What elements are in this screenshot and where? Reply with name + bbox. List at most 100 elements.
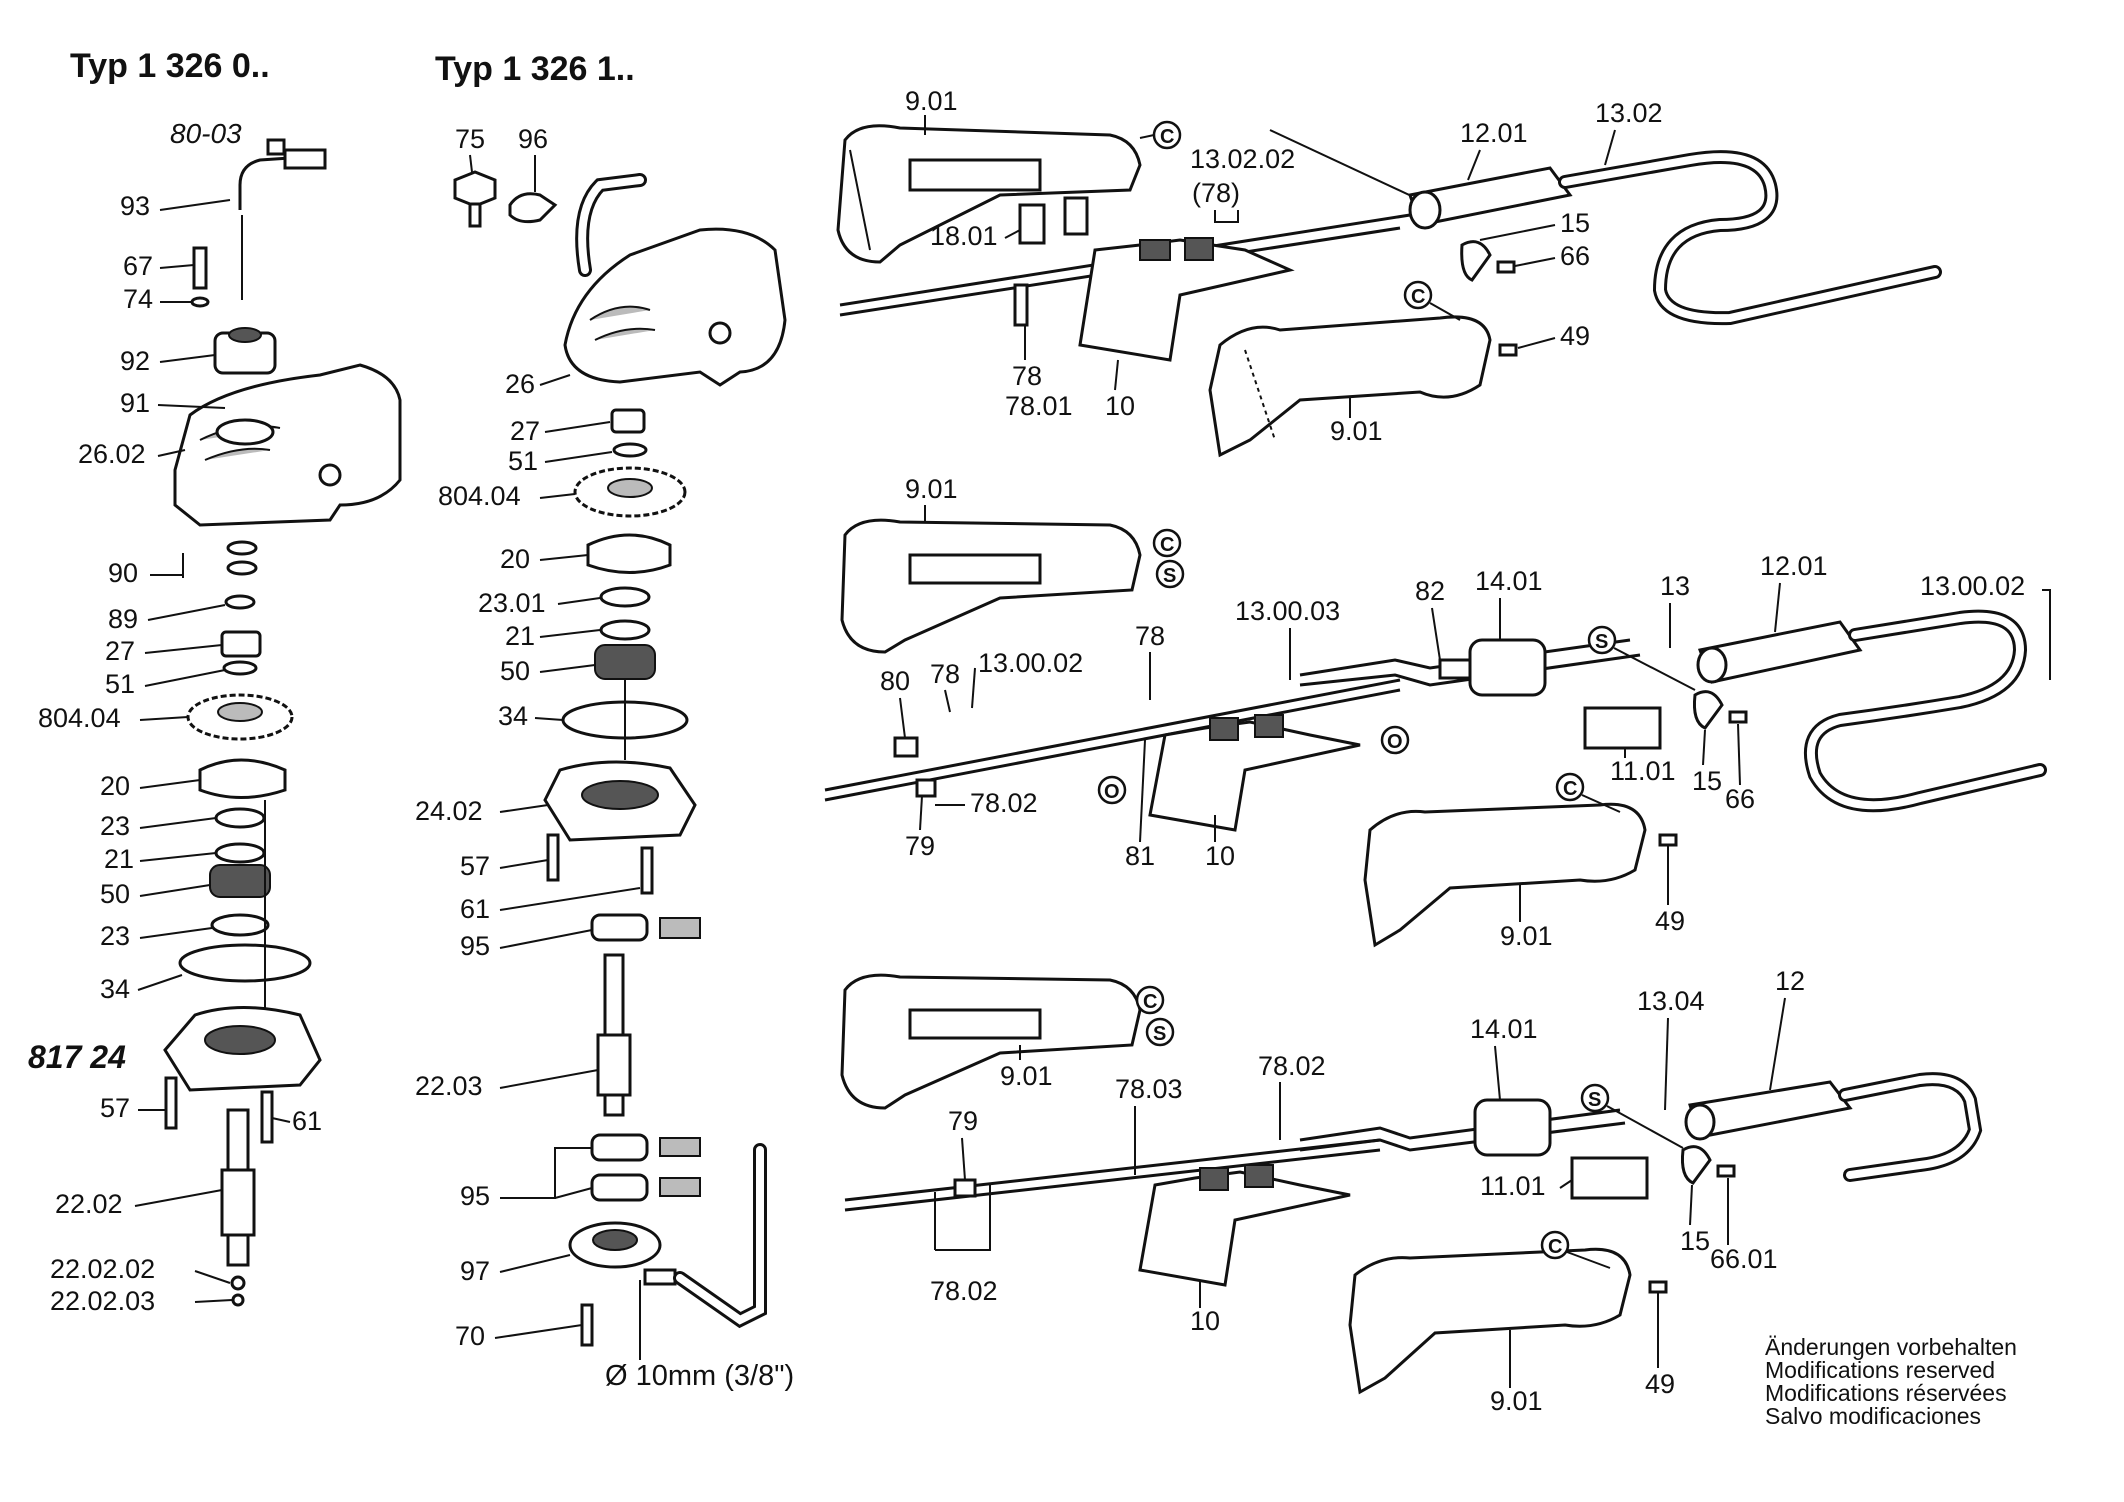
handwritten-817-24: 817 24 [28,1039,126,1075]
label-66-top: 66 [1560,241,1590,271]
label-96: 96 [518,124,548,154]
middle-column-labels: 75 96 26 27 51 804.04 20 23.01 21 50 34 … [415,124,794,1392]
label-81: 81 [1125,841,1155,871]
middle-assembly-parts [824,518,2047,948]
label-15-bot: 15 [1680,1226,1710,1256]
left-column-parts [163,138,402,1307]
label-97: 97 [460,1256,490,1286]
label-14-01-mid: 14.01 [1475,566,1543,596]
label-78-02-bot: 78.02 [930,1276,998,1306]
label-61-mid: 61 [460,894,490,924]
label-10-mid: 10 [1205,841,1235,871]
label-27: 27 [105,636,135,666]
note-es: Salvo modificaciones [1765,1403,1981,1429]
label-13-02-02: 13.02.02 [1190,144,1295,174]
marker-bot-c2 [1540,1230,1570,1260]
marker-mid-c1-text: C [1160,534,1174,556]
title-typ-1: Typ 1 326 1.. [435,50,635,88]
label-22-02-03: 22.02.03 [50,1286,155,1316]
label-21-mid: 21 [505,621,535,651]
label-22-03: 22.03 [415,1071,483,1101]
label-12-bot: 12 [1775,966,1805,996]
label-67: 67 [123,251,153,281]
marker-mid-s1-text: S [1163,565,1176,587]
label-49-mid: 49 [1655,906,1685,936]
label-15-mid: 15 [1692,766,1722,796]
marker-bot-s1-text: S [1153,1023,1166,1045]
label-10-bot: 10 [1190,1306,1220,1336]
middle-assembly-labels: 9.01 C S 82 14.01 13 12.01 13.00.02 13.0… [880,474,2051,951]
marker-bot-c2-text: C [1548,1236,1562,1258]
marker-mid-c2 [1555,772,1585,802]
label-57-left: 57 [100,1093,130,1123]
bottom-assembly-labels: C S 9.01 14.01 13.04 12 78.02 78.03 79 1… [930,966,1805,1416]
label-78-paren: (78) [1192,178,1240,208]
marker-mid-s2-text: S [1595,631,1608,653]
label-78-02-mid: 78.02 [970,788,1038,818]
label-50-mid: 50 [500,656,530,686]
label-10-top: 10 [1105,391,1135,421]
label-11-01-bot: 11.01 [1480,1171,1546,1201]
label-804-04-mid: 804.04 [438,481,521,511]
label-13-mid: 13 [1660,571,1690,601]
label-90: 90 [108,558,138,588]
note-fr: Modifications réservées [1765,1380,2007,1406]
label-26: 26 [505,369,535,399]
label-82: 82 [1415,576,1445,606]
marker-top-c2 [1403,280,1433,310]
marker-mid-s2 [1587,625,1617,655]
label-13-00-03: 13.00.03 [1235,596,1340,626]
label-bot-9-01-a: 9.01 [1000,1061,1053,1091]
label-79-mid: 79 [905,831,935,861]
marker-mid-o2-text: O [1387,731,1403,753]
label-22-02-02: 22.02.02 [50,1254,155,1284]
label-23-b: 23 [100,921,130,951]
label-93: 93 [120,191,150,221]
bottom-assembly-parts [840,973,1983,1395]
marker-bot-c1-text: C [1143,991,1157,1013]
label-18-01: 18.01 [930,221,998,251]
label-66-01: 66.01 [1710,1244,1778,1274]
marker-mid-o2 [1380,725,1410,755]
label-92: 92 [120,346,150,376]
label-34-mid: 34 [498,701,528,731]
label-13-02: 13.02 [1595,98,1663,128]
label-74: 74 [123,284,153,314]
label-95-b: 95 [460,1181,490,1211]
label-78-top: 78 [1012,361,1042,391]
label-75: 75 [455,124,485,154]
label-804-04: 804.04 [38,703,121,733]
marker-mid-o1-text: O [1104,781,1120,803]
label-26-02: 26.02 [78,439,146,469]
label-13-04: 13.04 [1637,986,1705,1016]
label-23-01: 23.01 [478,588,546,618]
label-9-01-mid-b: 9.01 [1500,921,1553,951]
label-49-bot: 49 [1645,1369,1675,1399]
left-column-labels: 93 67 74 92 91 26.02 90 89 27 51 804.04 … [38,191,322,1316]
label-79-bot: 79 [948,1106,978,1136]
label-15-top: 15 [1560,208,1590,238]
label-70: 70 [455,1321,485,1351]
label-9-01-bot-b: 9.01 [1490,1386,1543,1416]
label-23-a: 23 [100,811,130,841]
label-22-02: 22.02 [55,1189,123,1219]
title-typ-0: Typ 1 326 0.. [70,47,270,85]
label-51: 51 [105,669,135,699]
marker-top-c1-text: C [1160,126,1174,148]
label-24-02: 24.02 [415,796,483,826]
label-12-01-mid: 12.01 [1760,551,1828,581]
diameter-note: Ø 10mm (3/8") [605,1360,794,1392]
label-78-mid-a: 78 [1135,621,1165,651]
marker-mid-o1 [1097,775,1127,805]
marker-bot-s1 [1145,1017,1175,1047]
handwritten-80-03: 80-03 [170,118,242,149]
label-78-01: 78.01 [1005,391,1073,421]
label-57-mid: 57 [460,851,490,881]
top-assembly-labels: 9.01 C 13.02.02 (78) 18.01 78 78.01 10 1… [905,86,1663,446]
middle-column-parts [453,170,787,1360]
label-95-a: 95 [460,931,490,961]
label-mid-9-01-a: 9.01 [905,474,958,504]
marker-bot-c1 [1135,985,1165,1015]
label-80: 80 [880,666,910,696]
